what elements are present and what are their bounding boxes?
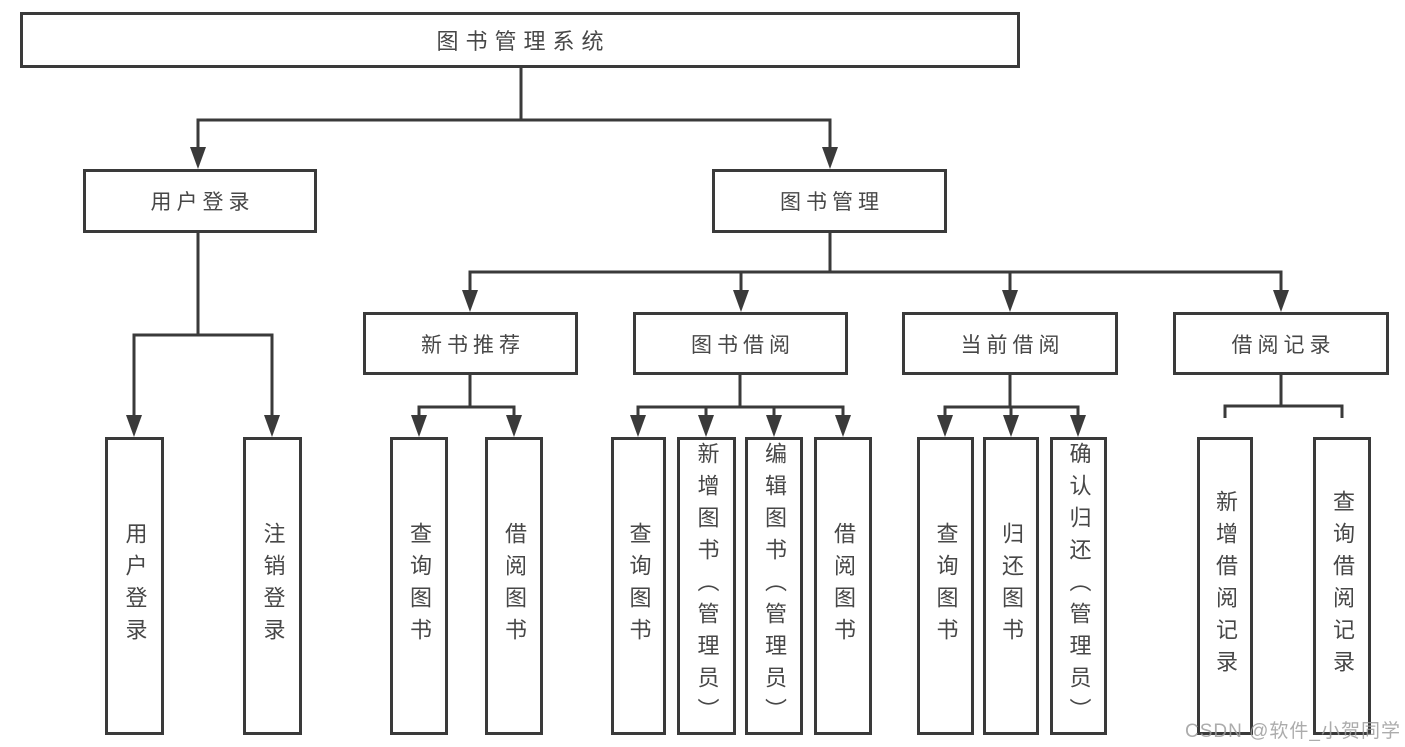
leaf-query-books: 查询图书 — [390, 437, 448, 735]
arrow-down-icon — [766, 415, 782, 437]
arrow-down-icon — [190, 147, 206, 169]
arrow-down-icon — [630, 415, 646, 437]
arrow-down-icon — [1070, 415, 1086, 437]
leaf-query-books: 查询图书 — [611, 437, 666, 735]
arrow-down-icon — [822, 147, 838, 169]
node-borrow-records: 借阅记录 — [1173, 312, 1389, 375]
leaf-user-login: 用户登录 — [105, 437, 164, 735]
tree-edges — [132, 68, 1344, 418]
arrow-down-icon — [506, 415, 522, 437]
arrow-down-icon — [1003, 415, 1019, 437]
arrow-down-icon — [1002, 290, 1018, 312]
arrowhead-icons — [126, 147, 1289, 437]
node-new-book-recommend: 新书推荐 — [363, 312, 578, 375]
leaf-borrow-books: 借阅图书 — [814, 437, 872, 735]
node-book-management: 图书管理 — [712, 169, 947, 233]
node-library-management-system: 图书管理系统 — [20, 12, 1020, 68]
arrow-down-icon — [462, 290, 478, 312]
leaf-edit-book-admin: 编辑图书（管理员） — [745, 437, 803, 735]
arrow-down-icon — [126, 415, 142, 437]
leaf-query-books: 查询图书 — [917, 437, 974, 735]
csdn-watermark: CSDN @软件_小贺同学 — [1185, 721, 1401, 742]
node-user-login: 用户登录 — [83, 169, 317, 233]
arrow-down-icon — [698, 415, 714, 437]
leaf-return-book: 归还图书 — [983, 437, 1039, 735]
leaf-logout: 注销登录 — [243, 437, 302, 735]
leaf-add-book-admin: 新增图书（管理员） — [677, 437, 736, 735]
node-book-borrow: 图书借阅 — [633, 312, 848, 375]
leaf-add-borrow-record: 新增借阅记录 — [1197, 437, 1253, 735]
arrow-down-icon — [1273, 290, 1289, 312]
arrow-down-icon — [411, 415, 427, 437]
arrow-down-icon — [733, 290, 749, 312]
arrow-down-icon — [937, 415, 953, 437]
leaf-confirm-return-admin: 确认归还（管理员） — [1050, 437, 1107, 735]
leaf-query-borrow-record: 查询借阅记录 — [1313, 437, 1371, 735]
arrow-down-icon — [264, 415, 280, 437]
leaf-borrow-books: 借阅图书 — [485, 437, 543, 735]
node-current-borrow: 当前借阅 — [902, 312, 1118, 375]
arrow-down-icon — [835, 415, 851, 437]
